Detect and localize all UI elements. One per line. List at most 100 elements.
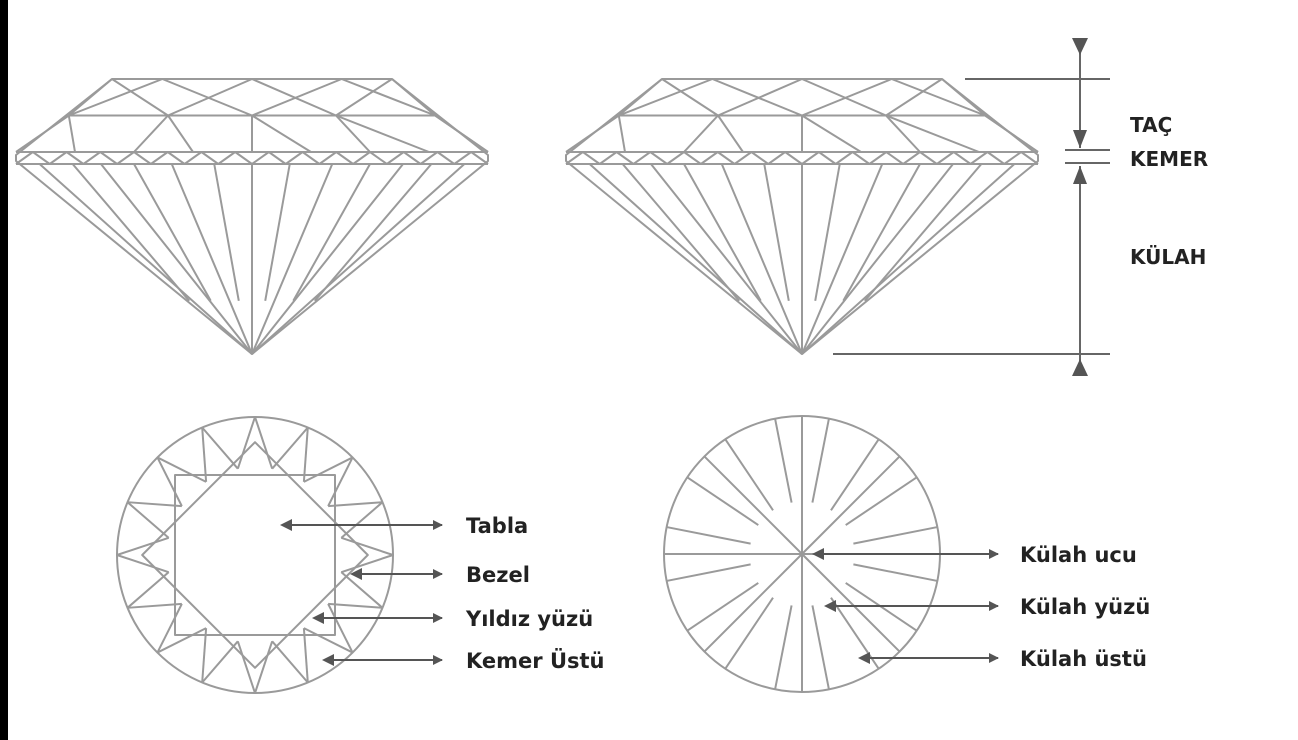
pavilion-lower-girdle-line xyxy=(725,598,773,669)
crown-bezel-line xyxy=(619,116,625,153)
crown-bezel-line xyxy=(69,116,75,153)
girdle-facet-line xyxy=(735,152,752,164)
upper-girdle-facet-line xyxy=(304,457,353,481)
girdle-facet-line xyxy=(370,152,387,164)
girdle-facet-line xyxy=(134,152,151,164)
crown-bezel-line xyxy=(718,116,743,153)
girdle-facet-line xyxy=(218,152,235,164)
upper-girdle-facet-line xyxy=(157,628,206,652)
girdle-facet-line xyxy=(785,152,802,164)
girdle-facet-line xyxy=(633,152,650,164)
girdle-facet-line xyxy=(701,152,718,164)
pavilion-lower-girdle-line xyxy=(775,605,792,689)
crown-facet-line xyxy=(392,79,435,116)
girdle-facet-line xyxy=(437,152,454,164)
crown-facet-line xyxy=(336,79,392,116)
crown-facet-line xyxy=(69,79,112,116)
upper-girdle-facet-line xyxy=(272,641,308,682)
upper-girdle-facet-line xyxy=(202,428,206,482)
girdle-facet-line xyxy=(50,152,67,164)
pavilion-main-line xyxy=(252,164,332,354)
pavilion-lower-girdle-line xyxy=(687,477,758,525)
pavilion-lower-girdle-line xyxy=(667,564,751,581)
girdle-facet-line xyxy=(168,152,185,164)
upper-girdle-facet-line xyxy=(341,555,393,572)
girdle-facet-line xyxy=(869,152,886,164)
upper-girdle-facet-line xyxy=(117,555,169,572)
pavilion-lower-girdle-line xyxy=(846,477,917,525)
girdle-facet-line xyxy=(117,152,134,164)
crown-bezel-line xyxy=(336,116,370,153)
girdle-facet-line xyxy=(151,152,168,164)
crown-bezel-line xyxy=(684,116,718,153)
girdle-facet-line xyxy=(252,152,269,164)
pavilion-main-line xyxy=(802,456,900,554)
upper-girdle-facet-line xyxy=(272,428,308,469)
main-facet-arrow-icon xyxy=(824,600,836,612)
girdle-facet-line xyxy=(853,152,870,164)
pavilion-main-line xyxy=(802,164,953,354)
culet-arrow-icon xyxy=(812,548,824,560)
diamond-side-view-right xyxy=(566,79,1038,354)
pavilion-main-line xyxy=(101,164,252,354)
pavilion-lower-girdle-line xyxy=(853,564,937,581)
upper-girdle-arrow-icon xyxy=(322,654,334,666)
girdle-facet-line xyxy=(404,152,421,164)
upper-girdle-facet-line xyxy=(202,428,238,469)
crown-bezel-line xyxy=(886,116,920,153)
girdle-facet-line xyxy=(802,152,819,164)
pavilion-main-line xyxy=(704,554,802,652)
table-arrow-icon xyxy=(280,519,292,531)
culet-label: Külah ucu xyxy=(1020,543,1137,567)
girdle-facet-line xyxy=(33,152,50,164)
pavilion-lower-girdle-line xyxy=(812,419,829,503)
upper-girdle-facet-line xyxy=(304,628,353,652)
upper-girdle-label: Kemer Üstü xyxy=(466,648,604,673)
girdle-facet-line xyxy=(100,152,117,164)
upper-girdle-facet-line xyxy=(255,641,272,693)
pavilion-main-line xyxy=(802,554,900,652)
girdle-facet-line xyxy=(650,152,667,164)
upper-girdle-facet-line xyxy=(202,641,238,682)
crown-bezel-line xyxy=(134,116,168,153)
crown-facet-line xyxy=(69,79,163,116)
pavilion-lower-girdle-line xyxy=(831,439,879,510)
pavilion-main-line xyxy=(704,456,802,554)
crown-bezel-line xyxy=(566,116,619,153)
upper-girdle-facet-line xyxy=(328,457,352,506)
pavilion-main-line xyxy=(651,164,802,354)
diamond-side-view-left xyxy=(16,79,488,354)
girdle-facet-line xyxy=(971,152,988,164)
girdle-facet-line xyxy=(583,152,600,164)
girdle-facet-line xyxy=(83,152,100,164)
crown-facet-line xyxy=(942,79,985,116)
table-rotated-square xyxy=(142,442,368,668)
girdle-facet-line xyxy=(920,152,937,164)
girdle-facet-line xyxy=(819,152,836,164)
upper-girdle-facet-line xyxy=(304,628,308,682)
upper-girdle-facet-line xyxy=(157,457,181,506)
upper-girdle-facet-line xyxy=(328,604,382,608)
crown-bezel-line xyxy=(985,116,1038,153)
pavilion-lower-girdle-line xyxy=(667,527,751,544)
bezel-label: Bezel xyxy=(466,563,530,587)
dimension-lines xyxy=(833,40,1110,375)
girdle-facet-line xyxy=(836,152,853,164)
girdle-facet-line xyxy=(235,152,252,164)
girdle-facet-line xyxy=(617,152,634,164)
crown-facet-line xyxy=(662,79,718,116)
crown-facet-line xyxy=(886,79,942,116)
pavilion-lower-girdle-line xyxy=(775,419,792,503)
girdle-facet-line xyxy=(201,152,218,164)
girdle-facet-line xyxy=(185,152,202,164)
upper-girdle-facet-line xyxy=(238,641,255,693)
upper-girdle-facet-line xyxy=(128,604,182,608)
crown-label: TAÇ xyxy=(1130,113,1172,137)
upper-girdle-facet-line xyxy=(341,502,382,538)
lower-girdle-label: Külah üstü xyxy=(1020,647,1147,671)
girdle-facet-line xyxy=(684,152,701,164)
girdle-facet-line xyxy=(269,152,286,164)
crown-bezel-line xyxy=(802,116,861,153)
lower-girdle-arrow-icon xyxy=(858,652,870,664)
girdle-facet-line xyxy=(286,152,303,164)
